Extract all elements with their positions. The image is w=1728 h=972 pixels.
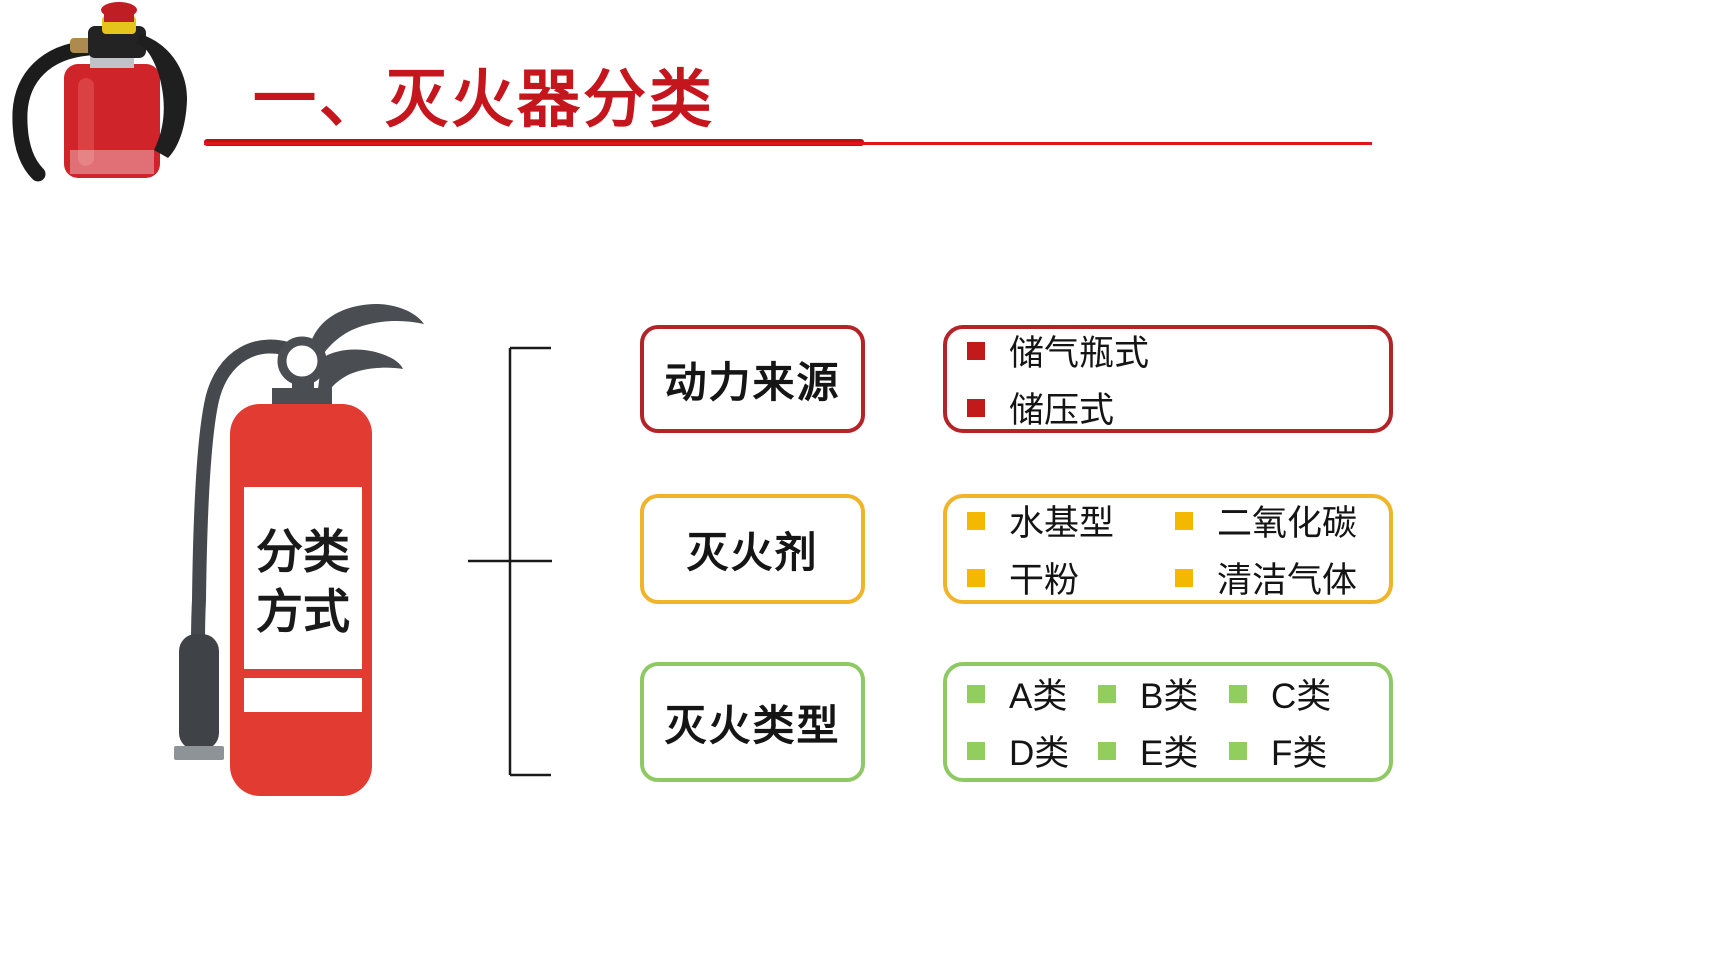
list-item: A类 [967,668,1098,719]
photo-collar [90,50,134,68]
list-item: 储压式 [967,382,1389,433]
photo-button-top [101,2,137,18]
photo-tank-highlight [78,78,94,166]
illustration-handle-upper [310,304,424,356]
options-box-extinguishing-agent: 水基型 二氧化碳 干粉 清洁气体 [943,494,1393,604]
square-bullet-icon [1098,741,1116,760]
category-label-power-source: 动力来源 [664,358,841,406]
option-label: E类 [1140,734,1199,773]
option-label: 储压式 [1009,391,1115,430]
option-label: 二氧化碳 [1217,504,1358,543]
option-label: C类 [1271,677,1332,716]
category-box-extinguishing-agent: 灭火剂 [640,494,865,604]
list-item: 干粉 [967,552,1175,603]
option-label: 水基型 [1009,504,1115,543]
illustration-nozzle-tip [174,746,224,760]
options-box-fire-type: A类 B类 C类 D类 E类 F类 [943,662,1393,782]
square-bullet-icon [1098,684,1116,703]
list-item: 清洁气体 [1175,552,1389,603]
illustration-nozzle [179,634,219,750]
illustration-body [230,404,372,796]
square-bullet-icon [967,741,985,760]
square-bullet-icon [967,568,985,587]
bracket-connector [468,346,552,777]
list-item: E类 [1098,725,1229,776]
illustration-neck [292,368,314,394]
illustration-handle-lower [318,349,403,389]
illustration-collar [272,388,332,410]
illustration-label-line2: 方式 [256,585,350,638]
photo-safety-pin [102,16,136,34]
photo-valve-head [88,26,146,58]
square-bullet-icon [1229,684,1247,703]
category-label-extinguishing-agent: 灭火剂 [686,528,819,576]
options-box-power-source: 储气瓶式 储压式 [943,325,1393,433]
extinguisher-illustration: 分类 方式 [174,304,424,796]
option-label: 清洁气体 [1217,561,1358,600]
illustration-label-line1: 分类 [256,525,350,578]
photo-lever [136,34,188,158]
square-bullet-icon [967,341,985,360]
square-bullet-icon [1229,741,1247,760]
list-item: B类 [1098,668,1229,719]
option-label: 储气瓶式 [1009,334,1150,373]
square-bullet-icon [1175,568,1193,587]
page-title: 一、灭火器分类 [253,65,715,135]
illustration-hose [191,339,303,651]
title-underline-thin [204,142,1372,145]
photo-tank [64,64,160,178]
category-box-power-source: 动力来源 [640,325,865,433]
extinguisher-photo [12,2,188,182]
photo-tank-label [70,150,154,174]
option-label: D类 [1009,734,1070,773]
list-item: 水基型 [967,495,1175,546]
list-item: 二氧化碳 [1175,495,1389,546]
list-item: 储气瓶式 [967,325,1389,376]
photo-brass-fitting [70,38,94,53]
illustration-stripe [244,678,362,712]
illustration-handle-ring [277,336,327,386]
square-bullet-icon [967,684,985,703]
list-item: F类 [1229,725,1389,776]
illustration-label-panel [244,487,362,669]
option-label: F类 [1271,734,1328,773]
photo-button-stem [104,10,134,22]
list-item: D类 [967,725,1098,776]
category-label-fire-type: 灭火类型 [664,701,841,749]
option-label: A类 [1009,677,1068,716]
square-bullet-icon [967,511,985,530]
option-label: 干粉 [1009,561,1080,600]
square-bullet-icon [1175,511,1193,530]
option-label: B类 [1140,677,1199,716]
list-item: C类 [1229,668,1389,719]
square-bullet-icon [967,398,985,417]
photo-hose [12,40,96,182]
category-box-fire-type: 灭火类型 [640,662,865,782]
